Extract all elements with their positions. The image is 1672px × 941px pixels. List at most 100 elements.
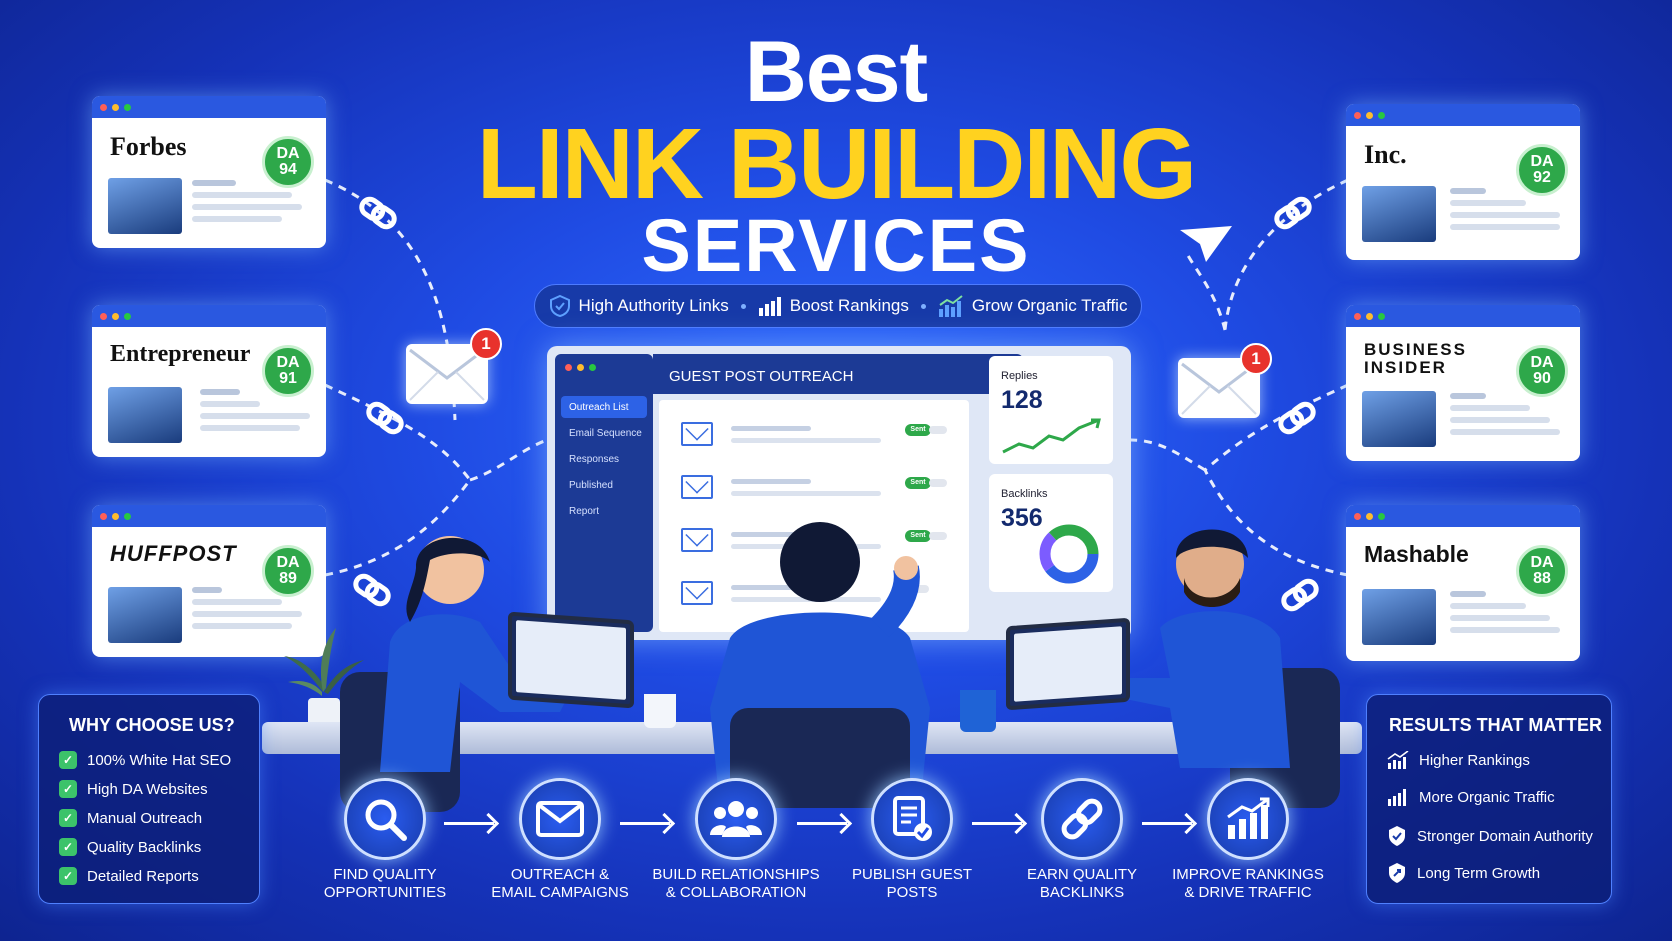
list-item: ✓Manual Outreach <box>59 809 202 827</box>
nav-responses[interactable]: Responses <box>569 454 620 465</box>
list-item: ✓High DA Websites <box>59 780 208 798</box>
tagline-bar: High Authority Links Boost Rankings Grow… <box>534 284 1142 328</box>
dashboard-title: GUEST POST OUTREACH <box>653 354 1023 394</box>
publication-logo: Inc. <box>1364 140 1407 169</box>
article-thumbnail <box>1362 186 1436 242</box>
check-icon: ✓ <box>59 838 77 856</box>
growth-chart-icon <box>1387 751 1409 769</box>
laptop-screen <box>508 611 634 709</box>
envelope-icon <box>681 528 713 552</box>
shield-icon <box>1389 826 1405 846</box>
bar-chart-icon <box>758 297 781 316</box>
step-label: BUILD RELATIONSHIPS& COLLABORATION <box>652 866 820 901</box>
publication-logo: Entrepreneur <box>110 341 251 367</box>
search-icon <box>344 778 426 860</box>
check-icon: ✓ <box>59 867 77 885</box>
envelope-icon <box>681 581 713 605</box>
stat-label: Replies <box>1001 370 1038 382</box>
envelope-icon <box>681 422 713 446</box>
nav-report[interactable]: Report <box>569 506 600 517</box>
list-item[interactable]: Sent <box>659 408 959 458</box>
trend-line-icon <box>1002 418 1101 454</box>
list-item[interactable]: Sent <box>659 461 959 511</box>
list-item: Higher Rankings <box>1387 751 1530 769</box>
tagline-item: Grow Organic Traffic <box>971 296 1128 315</box>
stat-value: 128 <box>1001 386 1043 414</box>
check-icon: ✓ <box>59 780 77 798</box>
status-badge: Sent <box>905 424 931 436</box>
status-badge: Sent <box>905 530 931 542</box>
publication-logo: Mashable <box>1364 541 1469 567</box>
panel-title: WHY CHOOSE US? <box>69 715 235 735</box>
stat-value: 356 <box>1001 504 1043 532</box>
nav-email-sequence[interactable]: Email Sequence <box>569 428 642 439</box>
results-panel: RESULTS THAT MATTER Higher Rankings More… <box>1366 694 1612 904</box>
document-check-icon <box>871 778 953 860</box>
person-right <box>1120 529 1340 808</box>
arrow-right-icon <box>1142 822 1192 825</box>
envelope-icon <box>519 778 601 860</box>
shield-icon <box>549 294 570 318</box>
why-choose-panel: WHY CHOOSE US? ✓100% White Hat SEO ✓High… <box>38 694 260 904</box>
person-left <box>340 536 570 812</box>
notification-badge: 1 <box>1240 343 1272 375</box>
arrow-right-icon <box>444 822 494 825</box>
article-thumbnail <box>108 587 182 643</box>
outreach-dashboard: Outreach List Email Sequence Responses P… <box>547 346 1131 640</box>
replies-stat: Replies 128 <box>989 356 1113 464</box>
rocket-icon <box>1389 863 1405 883</box>
article-thumbnail <box>108 178 182 234</box>
envelope-icon <box>681 475 713 499</box>
list-item: Long Term Growth <box>1387 862 1540 884</box>
notification-badge: 1 <box>470 328 502 360</box>
check-icon: ✓ <box>59 751 77 769</box>
coffee-cup <box>644 694 676 728</box>
title-link-building: LINK BUILDING <box>476 108 1197 220</box>
title-best: Best <box>744 24 928 120</box>
list-item: ✓Detailed Reports <box>59 867 199 885</box>
bar-chart-icon <box>1388 789 1406 806</box>
growth-chart-icon <box>1207 778 1289 860</box>
article-thumbnail <box>1362 391 1436 447</box>
separator-dot <box>740 303 746 309</box>
article-thumbnail <box>1362 589 1436 645</box>
title-services: SERVICES <box>641 204 1031 287</box>
arrow-right-icon <box>620 822 670 825</box>
list-item: Stronger Domain Authority <box>1387 825 1593 847</box>
list-item: More Organic Traffic <box>1387 788 1555 806</box>
list-item: ✓100% White Hat SEO <box>59 751 231 769</box>
list-item[interactable] <box>659 567 959 617</box>
tagline-item: Boost Rankings <box>789 296 909 315</box>
publication-logo: Forbes <box>110 132 187 161</box>
person-center <box>710 522 930 808</box>
backlinks-stat: Backlinks 356 <box>989 474 1113 592</box>
publication-logo: BUSINESS INSIDER <box>1364 340 1467 377</box>
nav-outreach-list[interactable]: Outreach List <box>561 396 647 418</box>
stat-label: Backlinks <box>1001 488 1048 500</box>
article-thumbnail <box>108 387 182 443</box>
growth-chart-icon <box>938 295 963 317</box>
step-label: OUTREACH &EMAIL CAMPAIGNS <box>491 866 629 901</box>
separator-dot <box>920 303 926 309</box>
status-badge: Sent <box>905 477 931 489</box>
check-icon: ✓ <box>59 809 77 827</box>
nav-published[interactable]: Published <box>569 480 613 491</box>
list-item: ✓Quality Backlinks <box>59 838 201 856</box>
coffee-mug <box>960 690 996 732</box>
laptop-screen <box>1006 617 1130 711</box>
arrow-right-icon <box>797 822 847 825</box>
donut-chart-icon <box>1039 524 1099 584</box>
